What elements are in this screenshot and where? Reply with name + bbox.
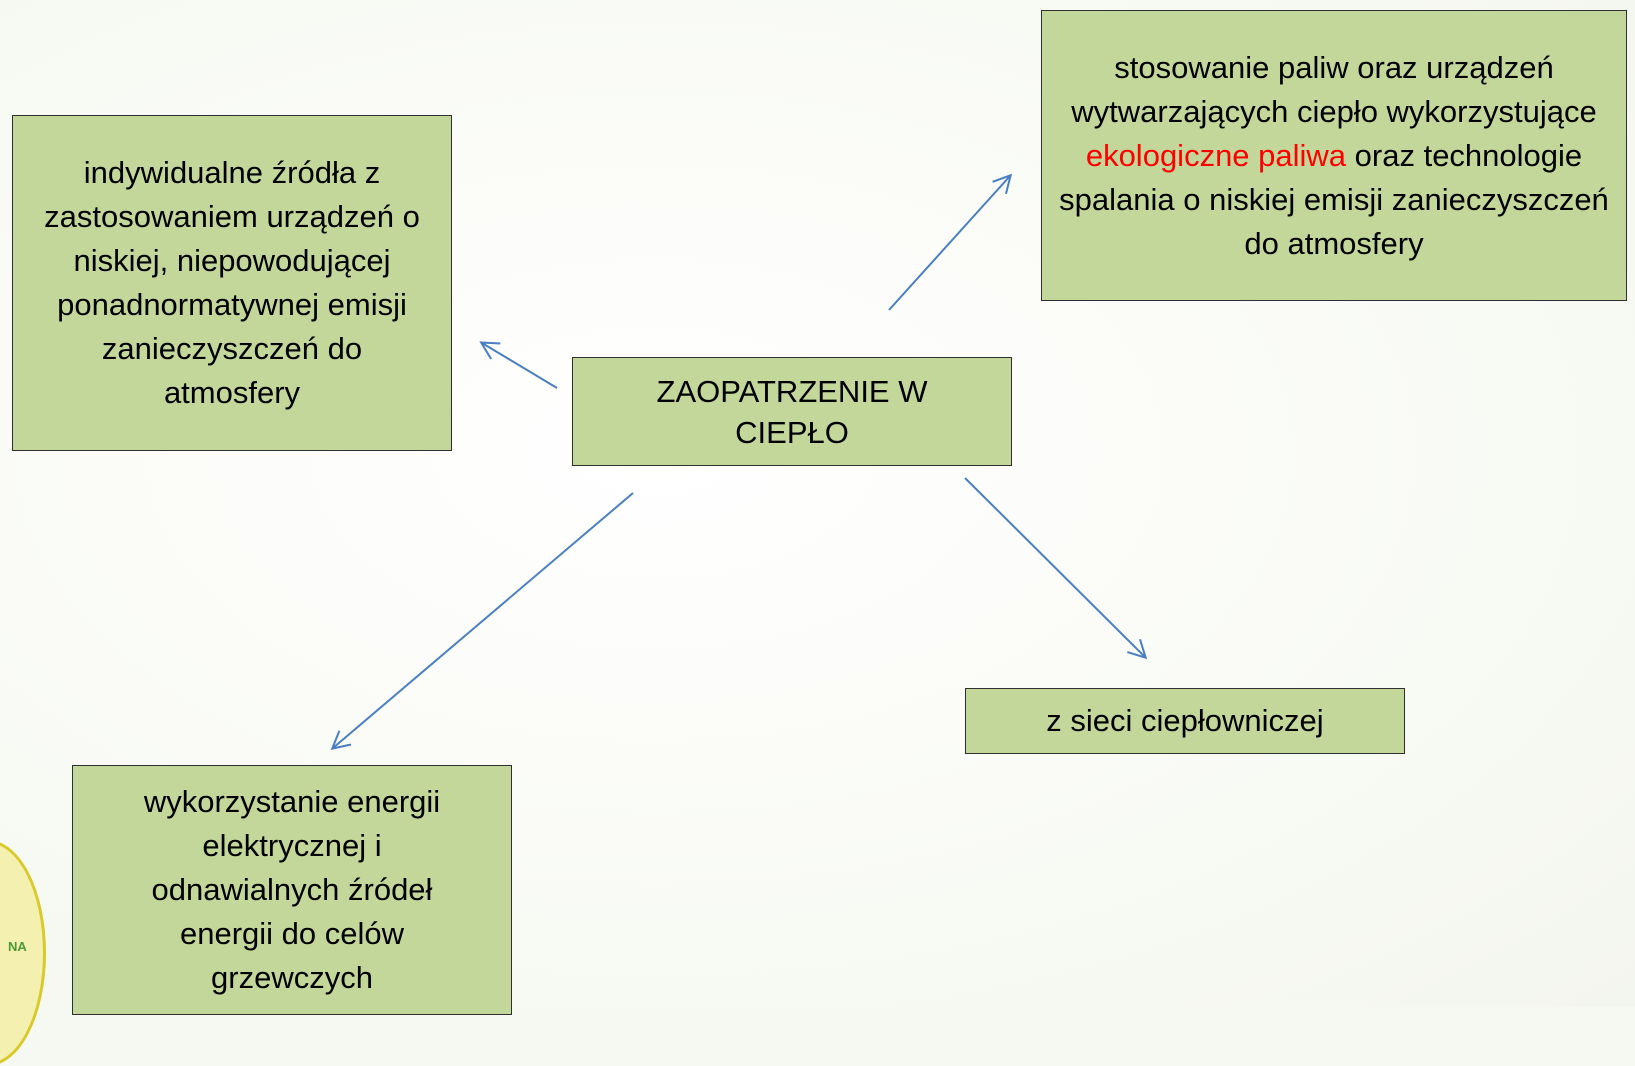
arrow-to-top-right (888, 176, 1010, 311)
box-top-right-text-before: stosowanie paliw oraz urządzeń wytwarzaj… (1071, 49, 1597, 129)
arrows-layer (0, 0, 1635, 1007)
arrow-to-bottom-right (964, 477, 1145, 657)
box-bottom-right: z sieci ciepłowniczej (965, 688, 1405, 754)
box-bottom-left: wykorzystanie energii elektrycznej i odn… (72, 765, 512, 1015)
highlight-ekologiczne-paliwa: ekologiczne paliwa (1085, 137, 1347, 173)
box-top-right-text: stosowanie paliw oraz urządzeń wytwarzaj… (1042, 46, 1626, 266)
arrow-to-bottom-left (333, 492, 634, 748)
center-text: ZAOPATRZENIE W CIEPŁO (656, 373, 928, 450)
arrow-to-left (482, 343, 558, 389)
box-left-text: indywidualne źródła z zastosowaniem urzą… (44, 155, 420, 410)
box-left: indywidualne źródła z zastosowaniem urzą… (12, 115, 452, 451)
logo-text: NA (8, 939, 27, 954)
box-top-right-text-after: oraz technologie spalania o niskiej emis… (1059, 137, 1609, 261)
box-bottom-right-text: z sieci ciepłowniczej (1046, 703, 1324, 738)
box-center: ZAOPATRZENIE W CIEPŁO (572, 357, 1012, 466)
box-bottom-left-text: wykorzystanie energii elektrycznej i odn… (143, 784, 441, 995)
box-top-right: stosowanie paliw oraz urządzeń wytwarzaj… (1041, 10, 1627, 301)
